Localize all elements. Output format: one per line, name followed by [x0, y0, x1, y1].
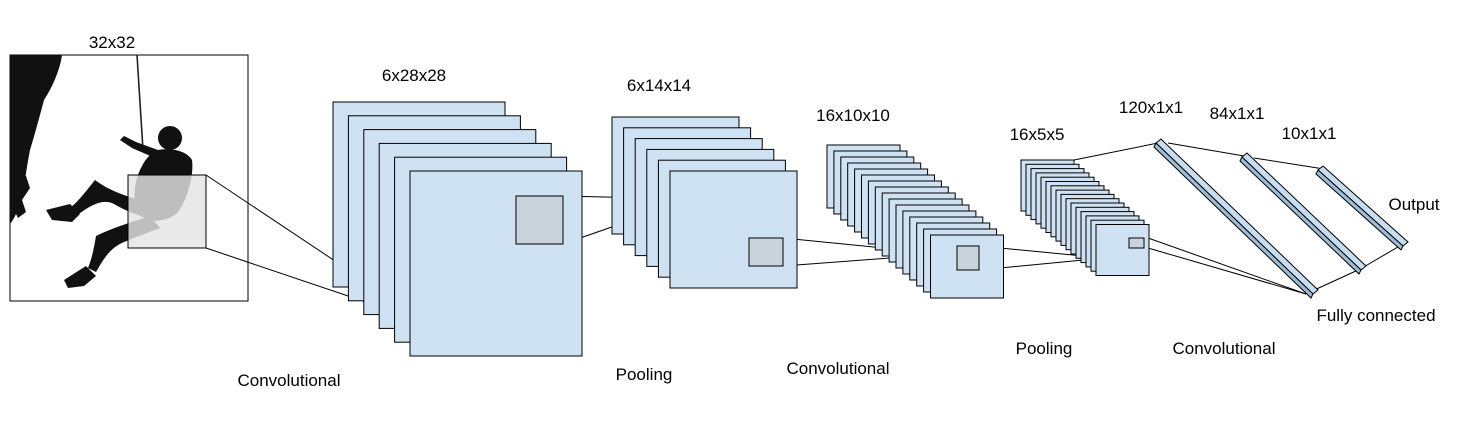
pool2-stack	[1020, 159, 1150, 276]
connection-line	[1253, 157, 1325, 170]
output-shape-label: 10x1x1	[1282, 124, 1337, 143]
pool2-op-label: Pooling	[1016, 339, 1073, 358]
pool1-op-label: Pooling	[616, 365, 673, 384]
connection-line	[1309, 269, 1359, 293]
conv1-op-label: Convolutional	[237, 371, 340, 390]
pool1-shape-label: 6x14x14	[627, 76, 691, 95]
connection-line	[1147, 247, 1307, 295]
conv2-shape-label: 16x10x10	[816, 106, 890, 125]
conv3-bar-top	[1155, 138, 1319, 295]
conv2-patch	[956, 245, 980, 271]
connection-line	[1147, 237, 1307, 295]
conv2-op-label: Convolutional	[786, 359, 889, 378]
fc1-bar-side	[1239, 156, 1362, 275]
conv3-bar-side	[1153, 142, 1314, 299]
fc1-shape-label: 84x1x1	[1210, 104, 1265, 123]
pool1-stack	[611, 116, 798, 289]
pool2-shape-label: 16x5x5	[1010, 125, 1065, 144]
out-bar-side	[1315, 169, 1404, 251]
connection-line	[1167, 142, 1251, 158]
fully-connected-label: Fully connected	[1316, 306, 1435, 325]
fc1-bar-top	[1241, 152, 1367, 271]
pool1-feature-map	[669, 170, 798, 289]
receptive-field-patch	[127, 174, 207, 249]
fully-connected-bars	[1153, 138, 1409, 299]
connection-line	[1073, 141, 1164, 161]
conv3-op-label: Convolutional	[1172, 339, 1275, 358]
conv3-shape-label: 120x1x1	[1119, 98, 1183, 117]
conv2-stack	[826, 144, 1004, 299]
conv1-patch	[515, 195, 564, 245]
pool1-patch	[748, 237, 784, 267]
output-label: Output	[1388, 195, 1439, 214]
conv1-shape-label: 6x28x28	[382, 66, 446, 85]
pool2-feature-map	[1095, 224, 1150, 276]
pool2-patch	[1128, 237, 1145, 249]
connection-line	[1361, 243, 1404, 269]
feature-map-stacks	[332, 101, 1150, 357]
input-size-label: 32x32	[89, 33, 135, 52]
